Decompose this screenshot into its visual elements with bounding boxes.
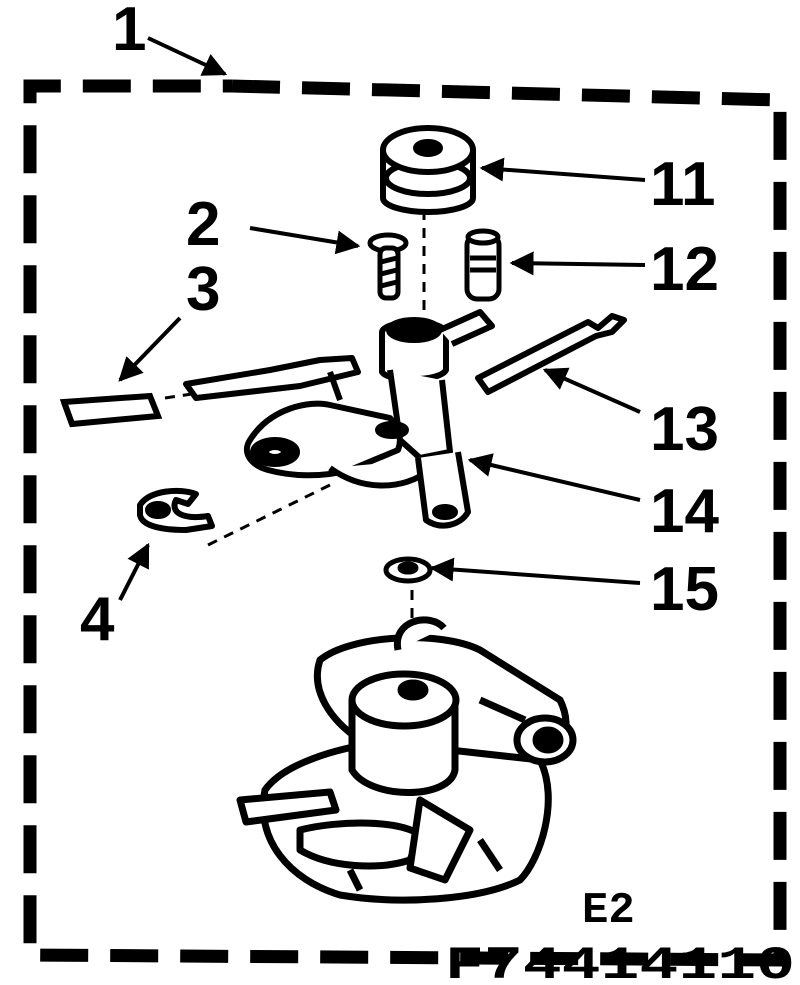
assembly-boundary (23, 79, 787, 967)
arrow-14 (467, 453, 641, 502)
pad-part-3 (59, 392, 163, 428)
screw-part-2 (367, 232, 409, 301)
callout-labels: 1 2 3 4 11 12 13 14 15 (80, 0, 719, 654)
reference-codes: E2 F74414110 (445, 886, 795, 985)
arrow-3 (118, 316, 182, 382)
bracket-part-14 (183, 309, 495, 529)
arrow-12 (509, 251, 646, 276)
arrow-2 (249, 226, 361, 255)
clip-part-4 (137, 487, 215, 533)
arrow-11 (479, 157, 646, 182)
callout-13: 13 (650, 395, 719, 464)
pump-housing (236, 616, 577, 904)
callout-1: 1 (112, 0, 146, 64)
spring-lever-part-13 (475, 313, 627, 395)
callout-12: 12 (650, 235, 719, 304)
figure-code: F74414110 (445, 940, 795, 985)
callout-4: 4 (80, 585, 115, 654)
washer-part-15 (383, 556, 433, 584)
callout-11: 11 (650, 150, 716, 219)
arrow-15 (429, 557, 641, 585)
leader-arrows (118, 36, 646, 601)
section-code: E2 (582, 886, 635, 936)
callout-14: 14 (650, 477, 719, 546)
callout-2: 2 (186, 190, 220, 259)
callout-3: 3 (186, 255, 220, 324)
arrow-4 (118, 542, 150, 601)
arrow-1 (147, 36, 228, 76)
arrow-13 (542, 367, 641, 414)
pulley-part-11 (380, 125, 476, 215)
callout-15: 15 (650, 555, 719, 624)
spacer-part-12 (464, 228, 502, 302)
